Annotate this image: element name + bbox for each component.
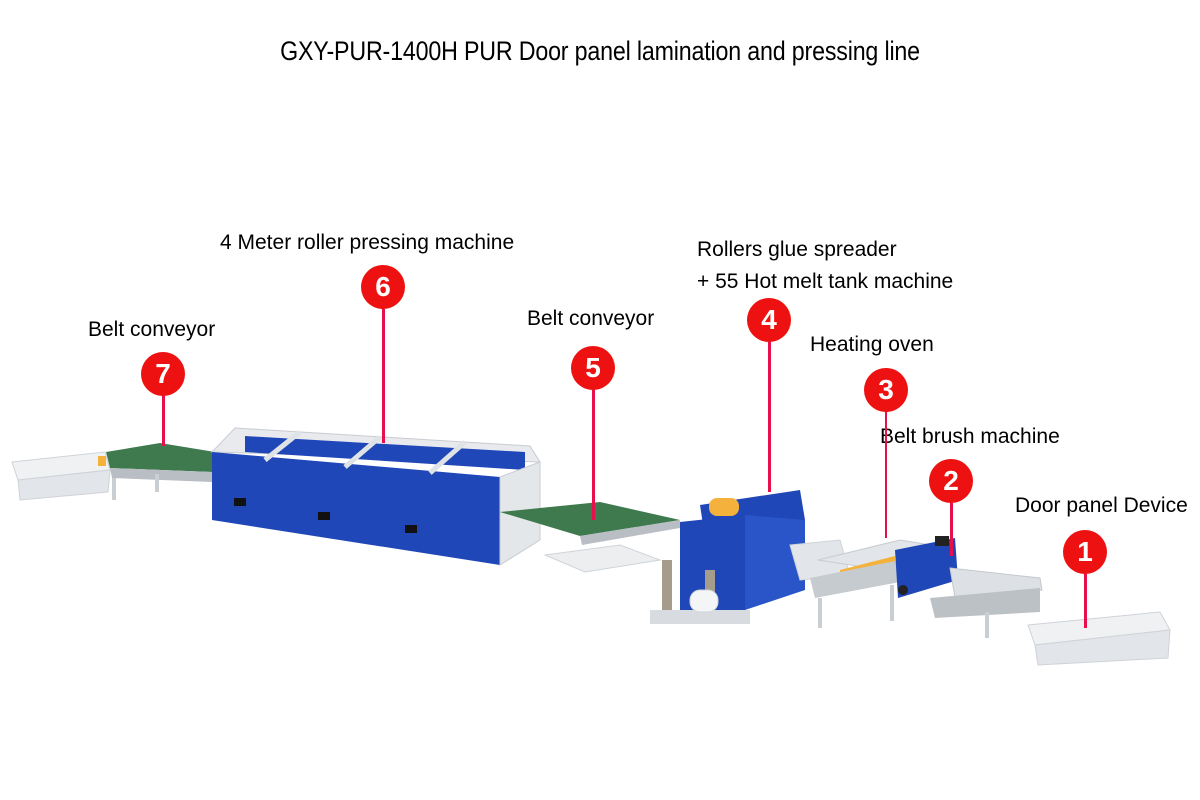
marker-number: 1 <box>1077 536 1093 567</box>
marker-number: 3 <box>878 374 894 405</box>
marker-number: 7 <box>155 358 171 389</box>
roller-conveyor <box>930 567 1043 638</box>
belt-brush-machine <box>895 536 958 598</box>
belt-conveyor-5 <box>500 502 680 573</box>
station-5-label: Belt conveyor <box>527 307 655 330</box>
marker-number: 5 <box>585 352 601 383</box>
station-7-label: Belt conveyor <box>88 318 216 341</box>
marker-number: 6 <box>375 271 391 302</box>
marker-number: 4 <box>761 304 777 335</box>
station-3-label: Heating oven <box>810 333 934 356</box>
marker-stem <box>1084 574 1087 628</box>
station-4-label-line1: Rollers glue spreader <box>697 238 897 261</box>
station-2-label: Belt brush machine <box>880 425 1060 448</box>
station-1-label: Door panel Device <box>1015 494 1188 517</box>
diagram-title: GXY-PUR-1400H PUR Door panel lamination … <box>280 36 920 66</box>
marker-number: 2 <box>943 465 959 496</box>
station-6-label: 4 Meter roller pressing machine <box>220 231 515 254</box>
station-4-label-line2: + 55 Hot melt tank machine <box>697 270 954 293</box>
door-panel-device <box>1027 611 1171 666</box>
unloading-table <box>11 451 111 501</box>
glue-spreader-machine <box>650 490 805 624</box>
roller-pressing-machine <box>210 427 541 566</box>
belt-conveyor-7 <box>106 443 215 500</box>
